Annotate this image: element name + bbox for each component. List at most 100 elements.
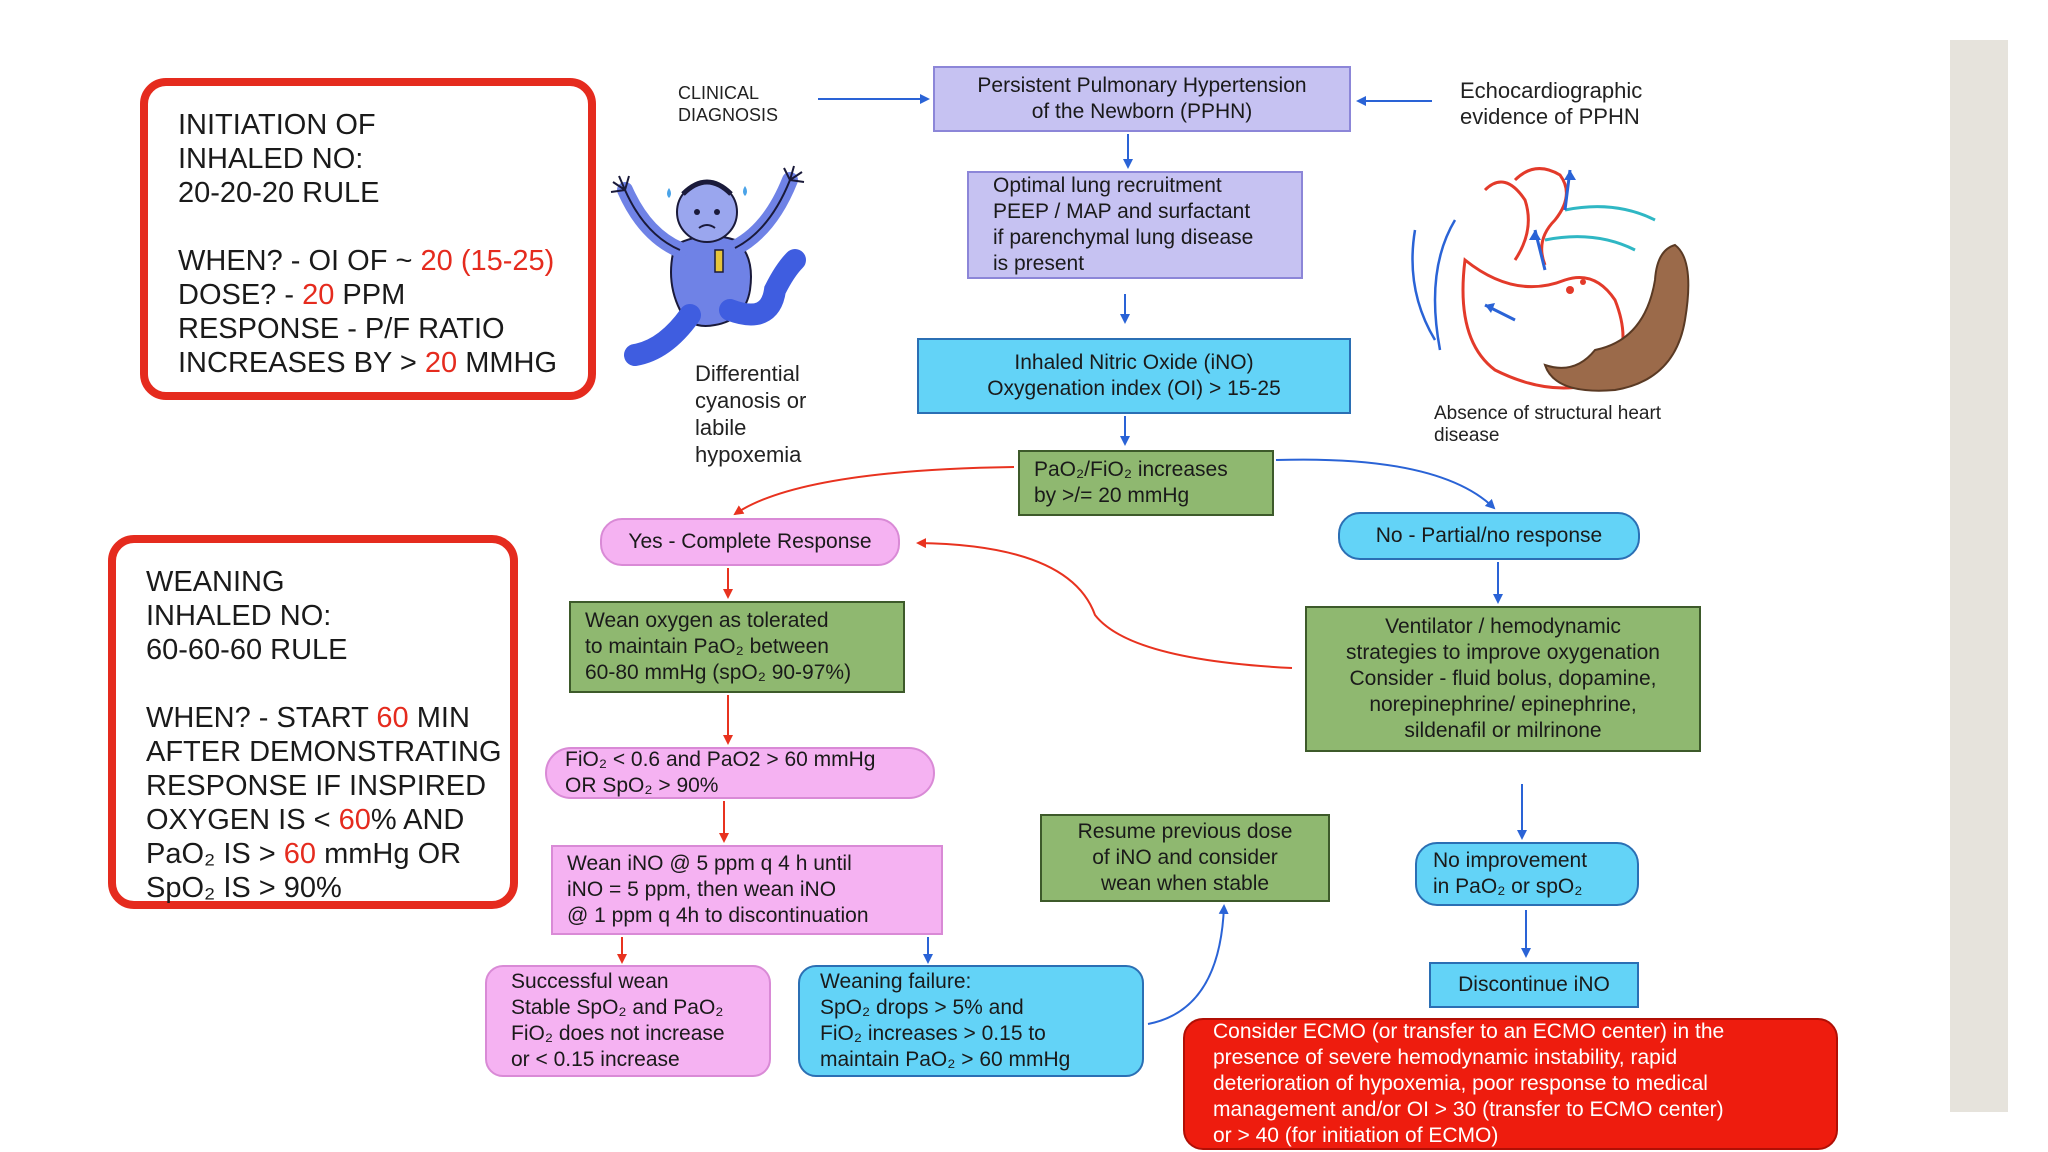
clinical-diagnosis-label: CLINICAL DIAGNOSIS [678, 82, 778, 126]
ino-line-1: Inhaled Nitric Oxide (iNO) [1014, 351, 1254, 374]
initiation-increase-suffix: MMHG [457, 347, 558, 379]
weaning-title-line-2: INHALED NO: [146, 600, 332, 632]
pphn-line-1: Persistent Pulmonary Hypertension [977, 74, 1307, 97]
success-line-4: or < 0.15 increase [511, 1048, 680, 1071]
heart-echo-illustration [1411, 167, 1690, 392]
success-line-2: Stable SpO₂ and PaO₂ [511, 996, 724, 1019]
ventilator-line-1: Ventilator / hemodynamic [1385, 615, 1621, 638]
failure-line-2: SpO₂ drops > 5% and [820, 996, 1024, 1019]
pf-ratio-box: PaO₂/FiO₂ increases by >/= 20 mmHg [1018, 450, 1274, 516]
wean-oxygen-box: Wean oxygen as tolerated to maintain PaO… [569, 601, 905, 693]
weaning-pao2-line: PaO₂ IS > 60 mmHg OR [146, 837, 480, 871]
no-improvement-box: No improvement in PaO₂ or spO₂ [1415, 842, 1639, 906]
discontinue-ino-box: Discontinue iNO [1429, 962, 1639, 1008]
failure-line-3: FiO₂ increases > 0.15 to [820, 1022, 1046, 1045]
initiation-response-line: RESPONSE - P/F RATIO [178, 313, 505, 345]
clinical-diagnosis-line-2: DIAGNOSIS [678, 105, 779, 125]
pphn-line-2: of the Newborn (PPHN) [1031, 100, 1253, 123]
pf-line-2: by >/= 20 mmHg [1034, 484, 1190, 507]
optimal-line-3: if parenchymal lung disease [993, 226, 1254, 249]
pphn-box: Persistent Pulmonary Hypertension of the… [933, 66, 1351, 132]
optimal-line-2: PEEP / MAP and surfactant [993, 200, 1251, 223]
discontinue-label: Discontinue iNO [1458, 973, 1610, 996]
ecmo-line-4: management and/or OI > 30 (transfer to E… [1213, 1098, 1724, 1121]
weaning-oxy-value: 60 [338, 804, 371, 836]
weaning-oxy-prefix: OXYGEN IS < [146, 804, 339, 836]
resume-line-1: Resume previous dose [1077, 820, 1293, 843]
ino-line-2: Oxygenation index (OI) > 15-25 [987, 377, 1281, 400]
ventilator-line-4: norepinephrine/ epinephrine, [1369, 693, 1637, 716]
initiation-dose-prefix: DOSE? - [178, 279, 303, 311]
optimal-line-4: is present [993, 252, 1085, 275]
clinical-diagnosis-line-1: CLINICAL [678, 83, 760, 103]
echo-evidence-label: Echocardiographic evidence of PPHN [1460, 78, 1642, 130]
weaning-rule-box: WEANING INHALED NO: 60-60-60 RULE WHEN? … [108, 535, 518, 909]
weaning-pao2-suffix: mmHg OR [316, 838, 462, 870]
weaning-when-line: WHEN? - START 60 MIN [146, 701, 480, 735]
differential-line-4: hypoxemia [695, 442, 802, 467]
initiation-when-line: WHEN? - OI OF ~ 20 (15-25) [178, 244, 558, 278]
weaning-failure-box: Weaning failure: SpO₂ drops > 5% and FiO… [798, 965, 1144, 1077]
successful-wean-box: Successful wean Stable SpO₂ and PaO₂ FiO… [485, 965, 771, 1077]
fio2-line-1: FiO₂ < 0.6 and PaO2 > 60 mmHg [565, 748, 876, 771]
differential-line-3: labile [695, 415, 747, 440]
optimal-lung-box: Optimal lung recruitment PEEP / MAP and … [967, 171, 1303, 279]
ecmo-line-1: Consider ECMO (or transfer to an ECMO ce… [1213, 1020, 1725, 1043]
weaning-line-3: RESPONSE IF INSPIRED [146, 770, 487, 802]
wean-oxygen-line-2: to maintain PaO₂ between [585, 635, 829, 658]
success-line-1: Successful wean [511, 970, 669, 993]
ino-box: Inhaled Nitric Oxide (iNO) Oxygenation i… [917, 338, 1351, 414]
absence-line-2: disease [1434, 425, 1500, 446]
arrow-pf-to-yes [733, 466, 1015, 516]
ventilator-strategies-box: Ventilator / hemodynamic strategies to i… [1305, 606, 1701, 752]
failure-line-1: Weaning failure: [820, 970, 972, 993]
ecmo-line-3: deterioration of hypoxemia, poor respons… [1213, 1072, 1708, 1095]
differential-line-2: cyanosis or [695, 388, 807, 413]
failure-line-4: maintain PaO₂ > 60 mmHg [820, 1048, 1071, 1071]
initiation-dose-line: DOSE? - 20 PPM [178, 278, 558, 312]
wean-ino-line-1: Wean iNO @ 5 ppm q 4 h until [567, 852, 852, 875]
ventilator-line-2: strategies to improve oxygenation [1345, 641, 1660, 664]
weaning-oxy-suffix: % AND [370, 804, 465, 836]
absence-line-1: Absence of structural heart [1434, 403, 1662, 424]
ecmo-line-2: presence of severe hemodynamic instabili… [1213, 1046, 1678, 1069]
no-improvement-line-2: in PaO₂ or spO₂ [1433, 875, 1583, 898]
success-line-3: FiO₂ does not increase [511, 1022, 725, 1045]
cyanotic-baby-illustration [610, 165, 806, 366]
fio2-criteria-box: FiO₂ < 0.6 and PaO2 > 60 mmHg OR SpO₂ > … [545, 747, 935, 799]
echo-line-2: evidence of PPHN [1460, 104, 1640, 129]
wean-oxygen-line-1: Wean oxygen as tolerated [585, 609, 829, 632]
initiation-rule-box: INITIATION OF INHALED NO: 20-20-20 RULE … [140, 78, 596, 400]
weaning-spo2-line: SpO₂ IS > 90% [146, 872, 342, 904]
fio2-line-2: OR SpO₂ > 90% [565, 774, 719, 797]
consider-ecmo-box: Consider ECMO (or transfer to an ECMO ce… [1183, 1018, 1838, 1150]
wean-oxygen-line-3: 60-80 mmHg (spO₂ 90-97%) [585, 661, 852, 684]
weaning-when-value: 60 [376, 702, 409, 734]
yes-label: Yes - Complete Response [628, 530, 872, 553]
arrow-failure-to-resume [1147, 904, 1229, 1025]
differential-line-1: Differential [695, 361, 800, 386]
weaning-oxygen-line: OXYGEN IS < 60% AND [146, 803, 480, 837]
initiation-title-line-3: 20-20-20 RULE [178, 177, 380, 209]
initiation-increase-value: 20 [424, 347, 458, 379]
no-partial-response-box: No - Partial/no response [1338, 512, 1640, 560]
no-label: No - Partial/no response [1375, 524, 1603, 547]
yes-complete-response-box: Yes - Complete Response [600, 518, 900, 566]
weaning-line-2: AFTER DEMONSTRATING [146, 736, 502, 768]
initiation-dose-value: 20 [302, 279, 335, 311]
resume-line-3: wean when stable [1100, 872, 1270, 895]
wean-ino-line-2: iNO = 5 ppm, then wean iNO [567, 878, 837, 901]
pf-line-1: PaO₂/FiO₂ increases [1034, 458, 1228, 481]
initiation-title-line-1: INITIATION OF [178, 109, 376, 141]
right-side-bar [1950, 40, 2008, 1112]
weaning-title-line-3: 60-60-60 RULE [146, 634, 348, 666]
arrow-pf-to-no [1275, 458, 1496, 510]
weaning-when-prefix: WHEN? - START [146, 702, 377, 734]
ventilator-line-3: Consider - fluid bolus, dopamine, [1349, 667, 1657, 690]
absence-heart-disease-label: Absence of structural heart disease [1434, 403, 1661, 447]
initiation-dose-suffix: PPM [334, 279, 406, 311]
differential-cyanosis-label: Differential cyanosis or labile hypoxemi… [695, 360, 806, 468]
echo-line-1: Echocardiographic [1460, 78, 1643, 103]
resume-dose-box: Resume previous dose of iNO and consider… [1040, 814, 1330, 902]
